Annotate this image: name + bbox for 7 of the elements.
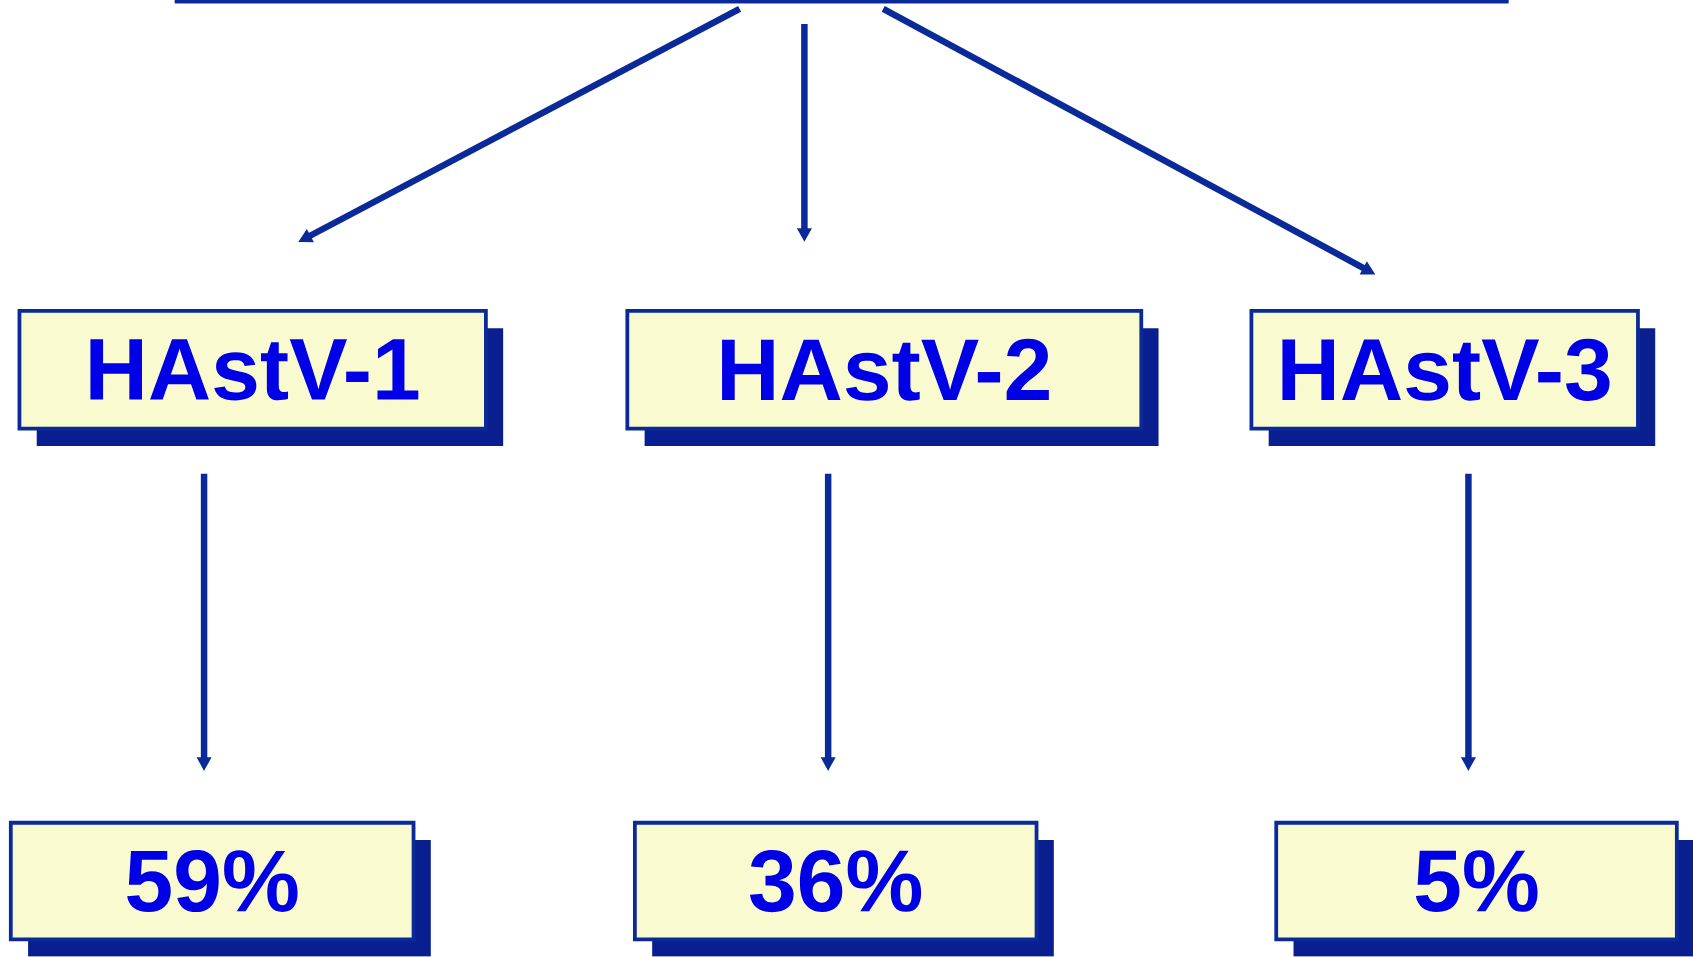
label-box: 59% (8, 821, 431, 957)
label-box: 36% (633, 821, 1054, 957)
label-box: 5% (1274, 821, 1693, 957)
label-box: HAstV-2 (625, 309, 1159, 447)
label-box: HAstV-3 (1249, 309, 1656, 447)
top-bar (174, 0, 1509, 4)
label-box: HAstV-1 (17, 309, 504, 447)
